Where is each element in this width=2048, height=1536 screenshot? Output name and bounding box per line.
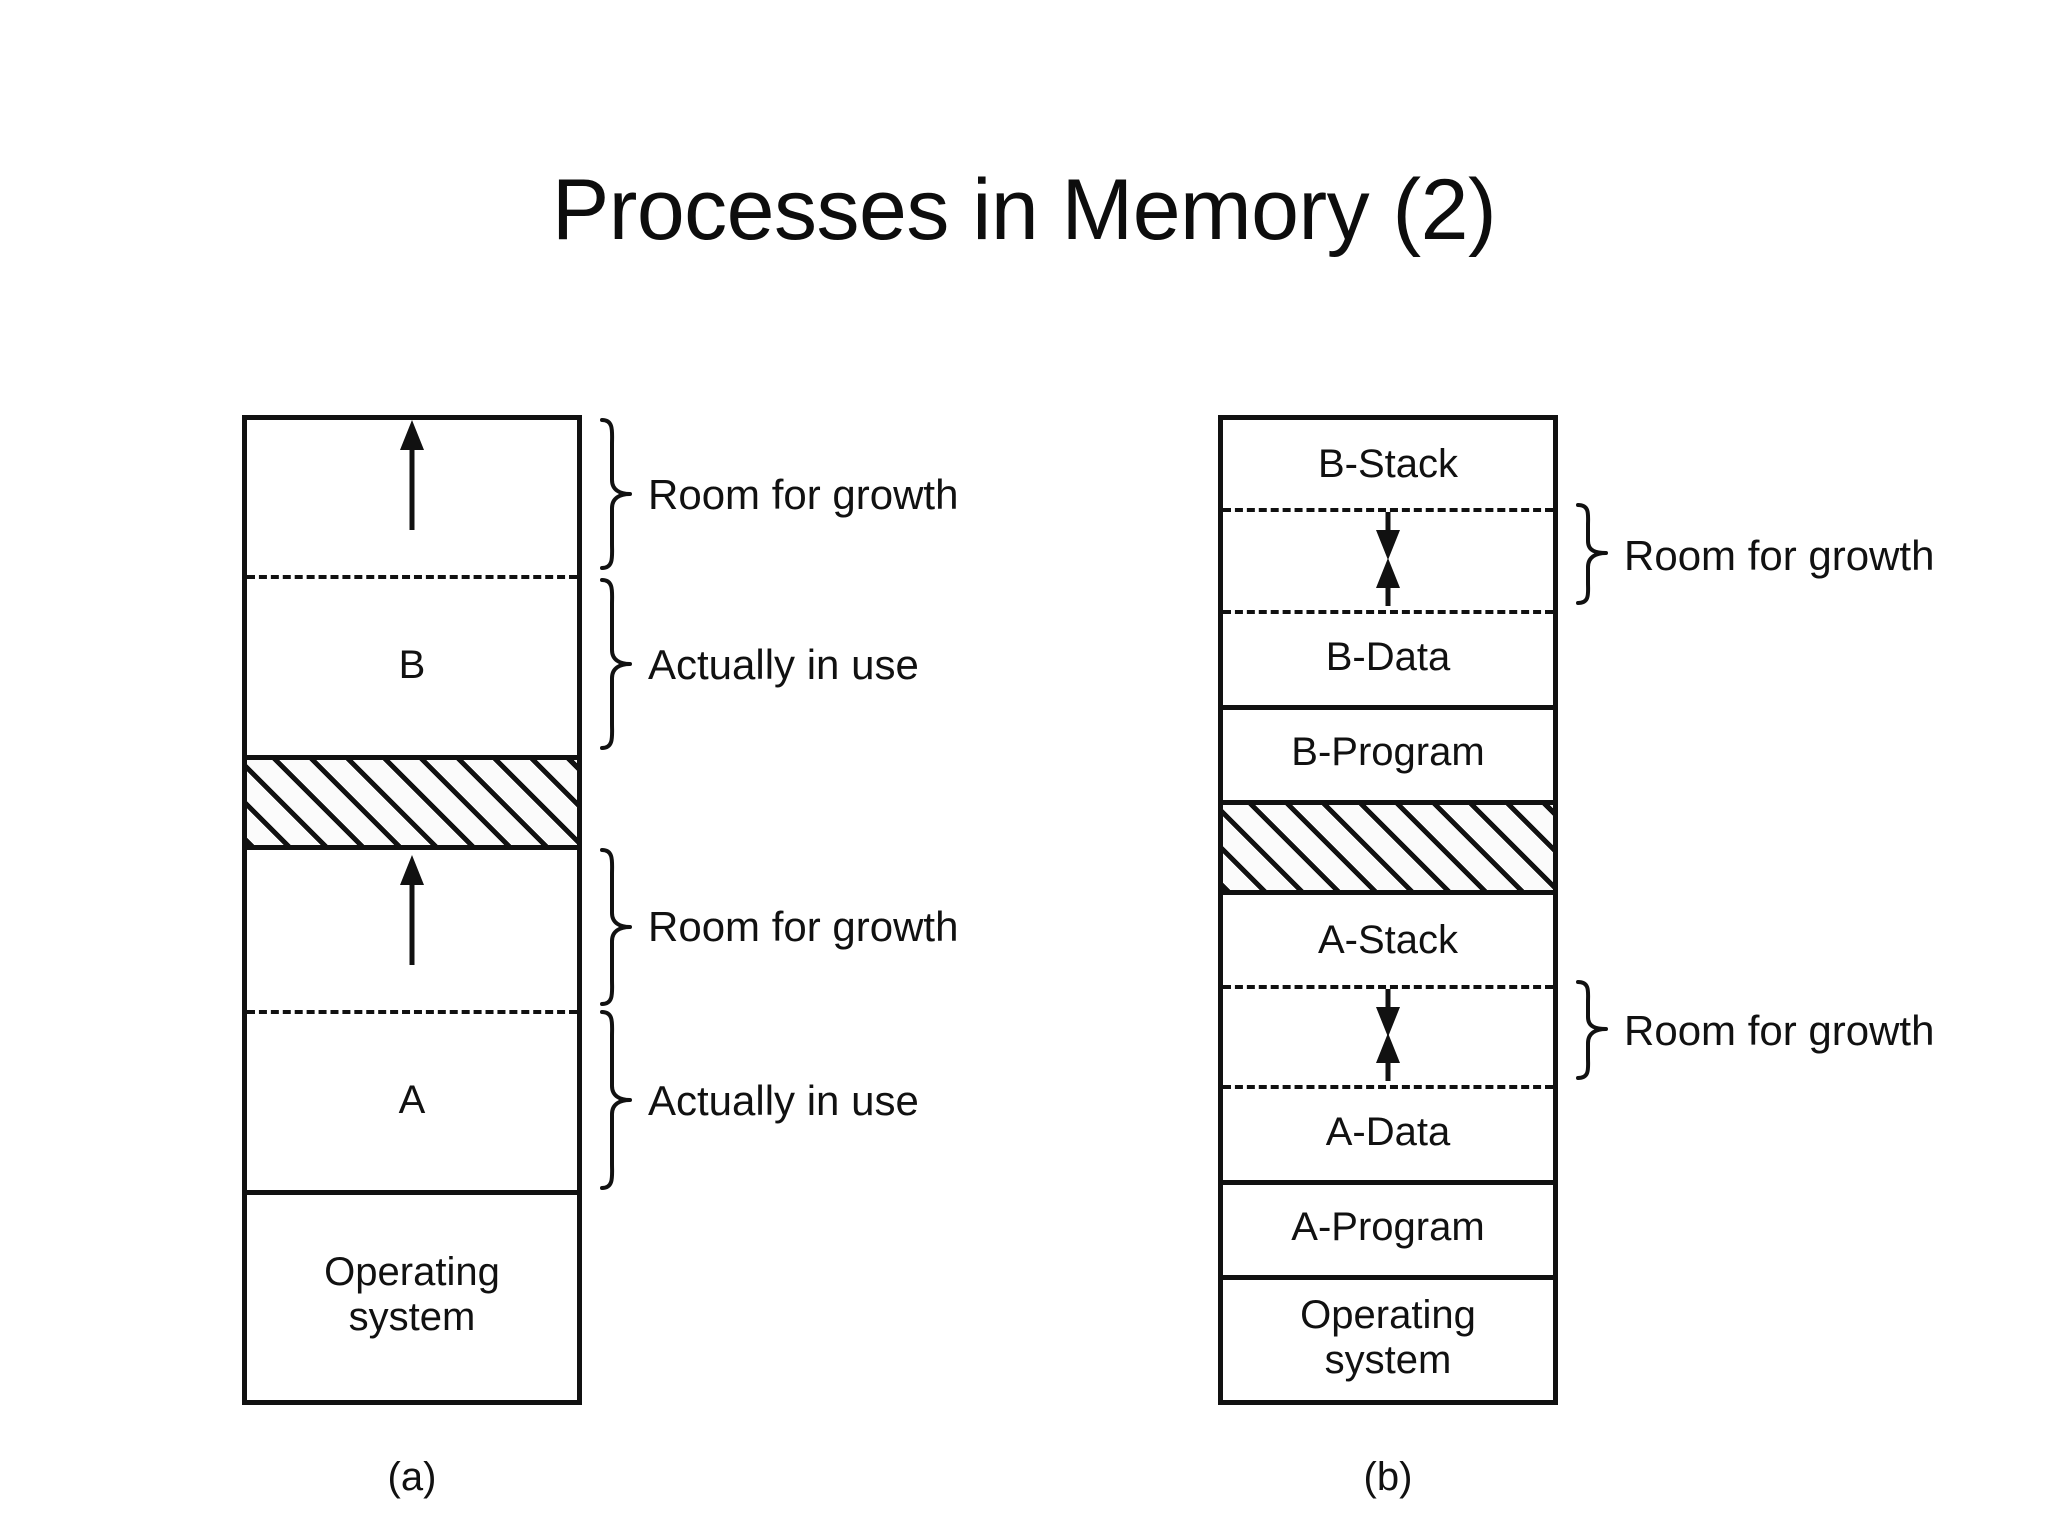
brace-label-a-b-in-use: Actually in use [648, 641, 919, 688]
brace-label-b-a-room-for-growth: Room for growth [1624, 1007, 1935, 1054]
segment-b-a-program: A-Program [1291, 1205, 1485, 1250]
memory-diagram-b: B-Stack B-Data B-Program A-Stack [1218, 415, 1558, 1405]
divider-b-a-data-dashed [1223, 1085, 1553, 1089]
segment-a-operating-system: Operating system [324, 1250, 500, 1339]
segment-b-operating-system: Operating system [1300, 1292, 1476, 1382]
caption-diagram-b: (b) [1363, 1455, 1413, 1499]
divider-a-b-dashed [247, 575, 577, 579]
brace-label-a-b-room-for-growth: Room for growth [648, 471, 959, 518]
segment-b-b-stack: B-Stack [1317, 441, 1459, 486]
divider-a-a-dashed [247, 1010, 577, 1014]
divider-b-b-stack-dashed [1223, 508, 1553, 512]
brace-label-a-a-in-use: Actually in use [648, 1077, 919, 1124]
segment-b-free-memory-hatched [1223, 800, 1553, 895]
divider-b-os [1223, 1275, 1553, 1280]
segment-b-b-program: B-Program [1291, 730, 1485, 775]
divider-b-b-program [1223, 705, 1553, 710]
divider-b-a-program [1223, 1180, 1553, 1185]
brace-a-a-in-use [598, 1010, 634, 1190]
caption-diagram-a: (a) [387, 1455, 437, 1499]
page-title: Processes in Memory (2) [551, 162, 1497, 258]
segment-b-b-data: B-Data [1325, 635, 1451, 680]
brace-label-a-a-room-for-growth: Room for growth [648, 903, 959, 950]
divider-a-os [247, 1190, 577, 1195]
divider-b-a-stack-dashed [1223, 985, 1553, 989]
segment-b-a-data: A-Data [1325, 1110, 1451, 1155]
segment-b-a-stack: A-Stack [1317, 917, 1459, 962]
segment-a-b-in-use: B [398, 642, 426, 687]
memory-diagram-a: B A Operating system [242, 415, 582, 1405]
segment-a-a-in-use: A [398, 1077, 426, 1122]
brace-b-a-room-for-growth [1574, 980, 1610, 1082]
brace-b-b-room-for-growth [1574, 503, 1610, 607]
brace-label-b-b-room-for-growth: Room for growth [1624, 532, 1935, 579]
brace-a-a-room-for-growth [598, 848, 634, 1006]
brace-a-b-room-for-growth [598, 418, 634, 570]
segment-a-free-memory-hatched [247, 755, 577, 850]
divider-b-b-data-dashed [1223, 610, 1553, 614]
brace-a-b-in-use [598, 578, 634, 750]
